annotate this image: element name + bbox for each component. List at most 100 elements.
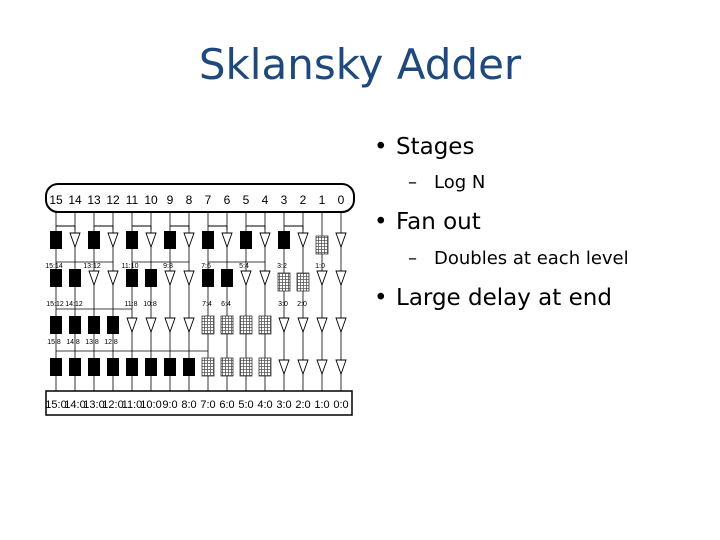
buffer-cell — [278, 317, 290, 334]
buffer-cell — [297, 359, 309, 376]
black-cell — [202, 269, 214, 287]
buffer-cell — [183, 270, 195, 287]
bullet-text: Fan out — [396, 209, 481, 235]
buffer-cell — [316, 317, 328, 334]
level2-group-label: 14:12 — [65, 301, 83, 308]
buffer-cell — [221, 232, 233, 249]
level1-group-label: 13:12 — [83, 263, 101, 270]
output-bit-label: 5:0 — [238, 399, 253, 411]
gray-cell — [239, 357, 253, 377]
level1-group-label: 11:10 — [122, 263, 139, 270]
level2-group-label: 6:4 — [221, 301, 231, 308]
black-cell — [88, 316, 100, 334]
black-cell — [145, 269, 157, 287]
output-bit-label: 3:0 — [276, 399, 291, 411]
input-bit-label: 11 — [126, 193, 139, 207]
input-bit-label: 2 — [300, 193, 307, 207]
gray-cell — [277, 272, 291, 292]
level3-group-label: 15:8 — [47, 339, 61, 346]
sub-bullet-item: –Doubles at each level — [408, 248, 629, 269]
input-bit-label: 9 — [167, 193, 174, 207]
level2-group-label: 2:0 — [297, 301, 307, 308]
buffer-cell — [183, 317, 195, 334]
black-cell — [107, 358, 119, 376]
level2-group-label: 15:12 — [46, 301, 64, 308]
black-cell — [126, 358, 138, 376]
black-cell — [183, 358, 195, 376]
black-cell — [164, 358, 176, 376]
sub-bullet-text: Log N — [434, 172, 486, 193]
output-bit-label: 10:0 — [140, 399, 161, 411]
buffer-cell — [183, 232, 195, 249]
level2-group-label: 3:0 — [278, 301, 288, 308]
gray-cell — [315, 235, 329, 255]
black-cell — [126, 269, 138, 287]
output-bit-label: 11:0 — [122, 399, 143, 411]
output-bit-label: 2:0 — [295, 399, 310, 411]
bullet-dot: • — [374, 209, 388, 235]
input-bit-label: 4 — [262, 193, 269, 207]
black-cell — [88, 358, 100, 376]
buffer-cell — [107, 232, 119, 249]
level2-group-label: 11:8 — [124, 301, 137, 308]
buffer-cell — [297, 317, 309, 334]
buffer-cell — [107, 270, 119, 287]
level3-group-label: 13:8 — [85, 339, 99, 346]
bullet-item: • Fan out — [374, 209, 481, 235]
bullet-dot: • — [374, 285, 388, 311]
input-bit-label: 1 — [319, 193, 326, 207]
bullet-text: Stages — [396, 134, 475, 160]
sub-bullet-dash: – — [408, 172, 417, 193]
level2-group-label: 7:4 — [202, 301, 212, 308]
sub-bullet-dash: – — [408, 248, 417, 269]
output-bit-label: 4:0 — [257, 399, 272, 411]
gray-cell — [296, 272, 310, 292]
buffer-cell — [335, 232, 347, 249]
black-cell — [278, 231, 290, 249]
gray-cell — [258, 357, 272, 377]
level1-group-label: 3:2 — [277, 263, 287, 270]
black-cell — [107, 316, 119, 334]
black-cell — [50, 316, 62, 334]
gray-cell — [258, 315, 272, 335]
output-bit-label: 13:0 — [83, 399, 104, 411]
buffer-cell — [69, 232, 81, 249]
buffer-cell — [316, 359, 328, 376]
gray-cell — [220, 357, 234, 377]
buffer-cell — [259, 232, 271, 249]
black-cell — [50, 358, 62, 376]
black-cell — [50, 231, 62, 249]
buffer-cell — [145, 232, 157, 249]
output-bit-label: 9:0 — [162, 399, 177, 411]
buffer-cell — [88, 270, 100, 287]
bullet-text: Large delay at end — [396, 285, 612, 311]
buffer-cell — [278, 359, 290, 376]
level3-group-label: 14:8 — [66, 339, 80, 346]
input-bar — [45, 183, 355, 213]
input-bit-label: 6 — [224, 193, 231, 207]
level2-group-label: 10:8 — [143, 301, 157, 308]
input-bit-label: 7 — [205, 193, 212, 207]
gray-cell — [220, 315, 234, 335]
gray-cell — [201, 315, 215, 335]
black-cell — [202, 231, 214, 249]
bullet-item: • Large delay at end — [374, 285, 612, 311]
output-bit-label: 1:0 — [314, 399, 329, 411]
buffer-cell — [316, 270, 328, 287]
black-cell — [88, 231, 100, 249]
level1-group-label: 7:6 — [201, 263, 211, 270]
buffer-cell — [335, 317, 347, 334]
level1-group-label: 15:14 — [45, 263, 63, 270]
output-bit-label: 14:0 — [64, 399, 85, 411]
black-cell — [221, 269, 233, 287]
buffer-cell — [164, 270, 176, 287]
input-bit-label: 0 — [338, 193, 345, 207]
gray-cell — [239, 315, 253, 335]
input-bit-label: 15 — [49, 193, 63, 207]
input-bit-label: 5 — [243, 193, 250, 207]
bullet-dot: • — [374, 134, 388, 160]
buffer-cell — [145, 317, 157, 334]
black-cell — [240, 231, 252, 249]
output-bit-label: 12:0 — [102, 399, 123, 411]
